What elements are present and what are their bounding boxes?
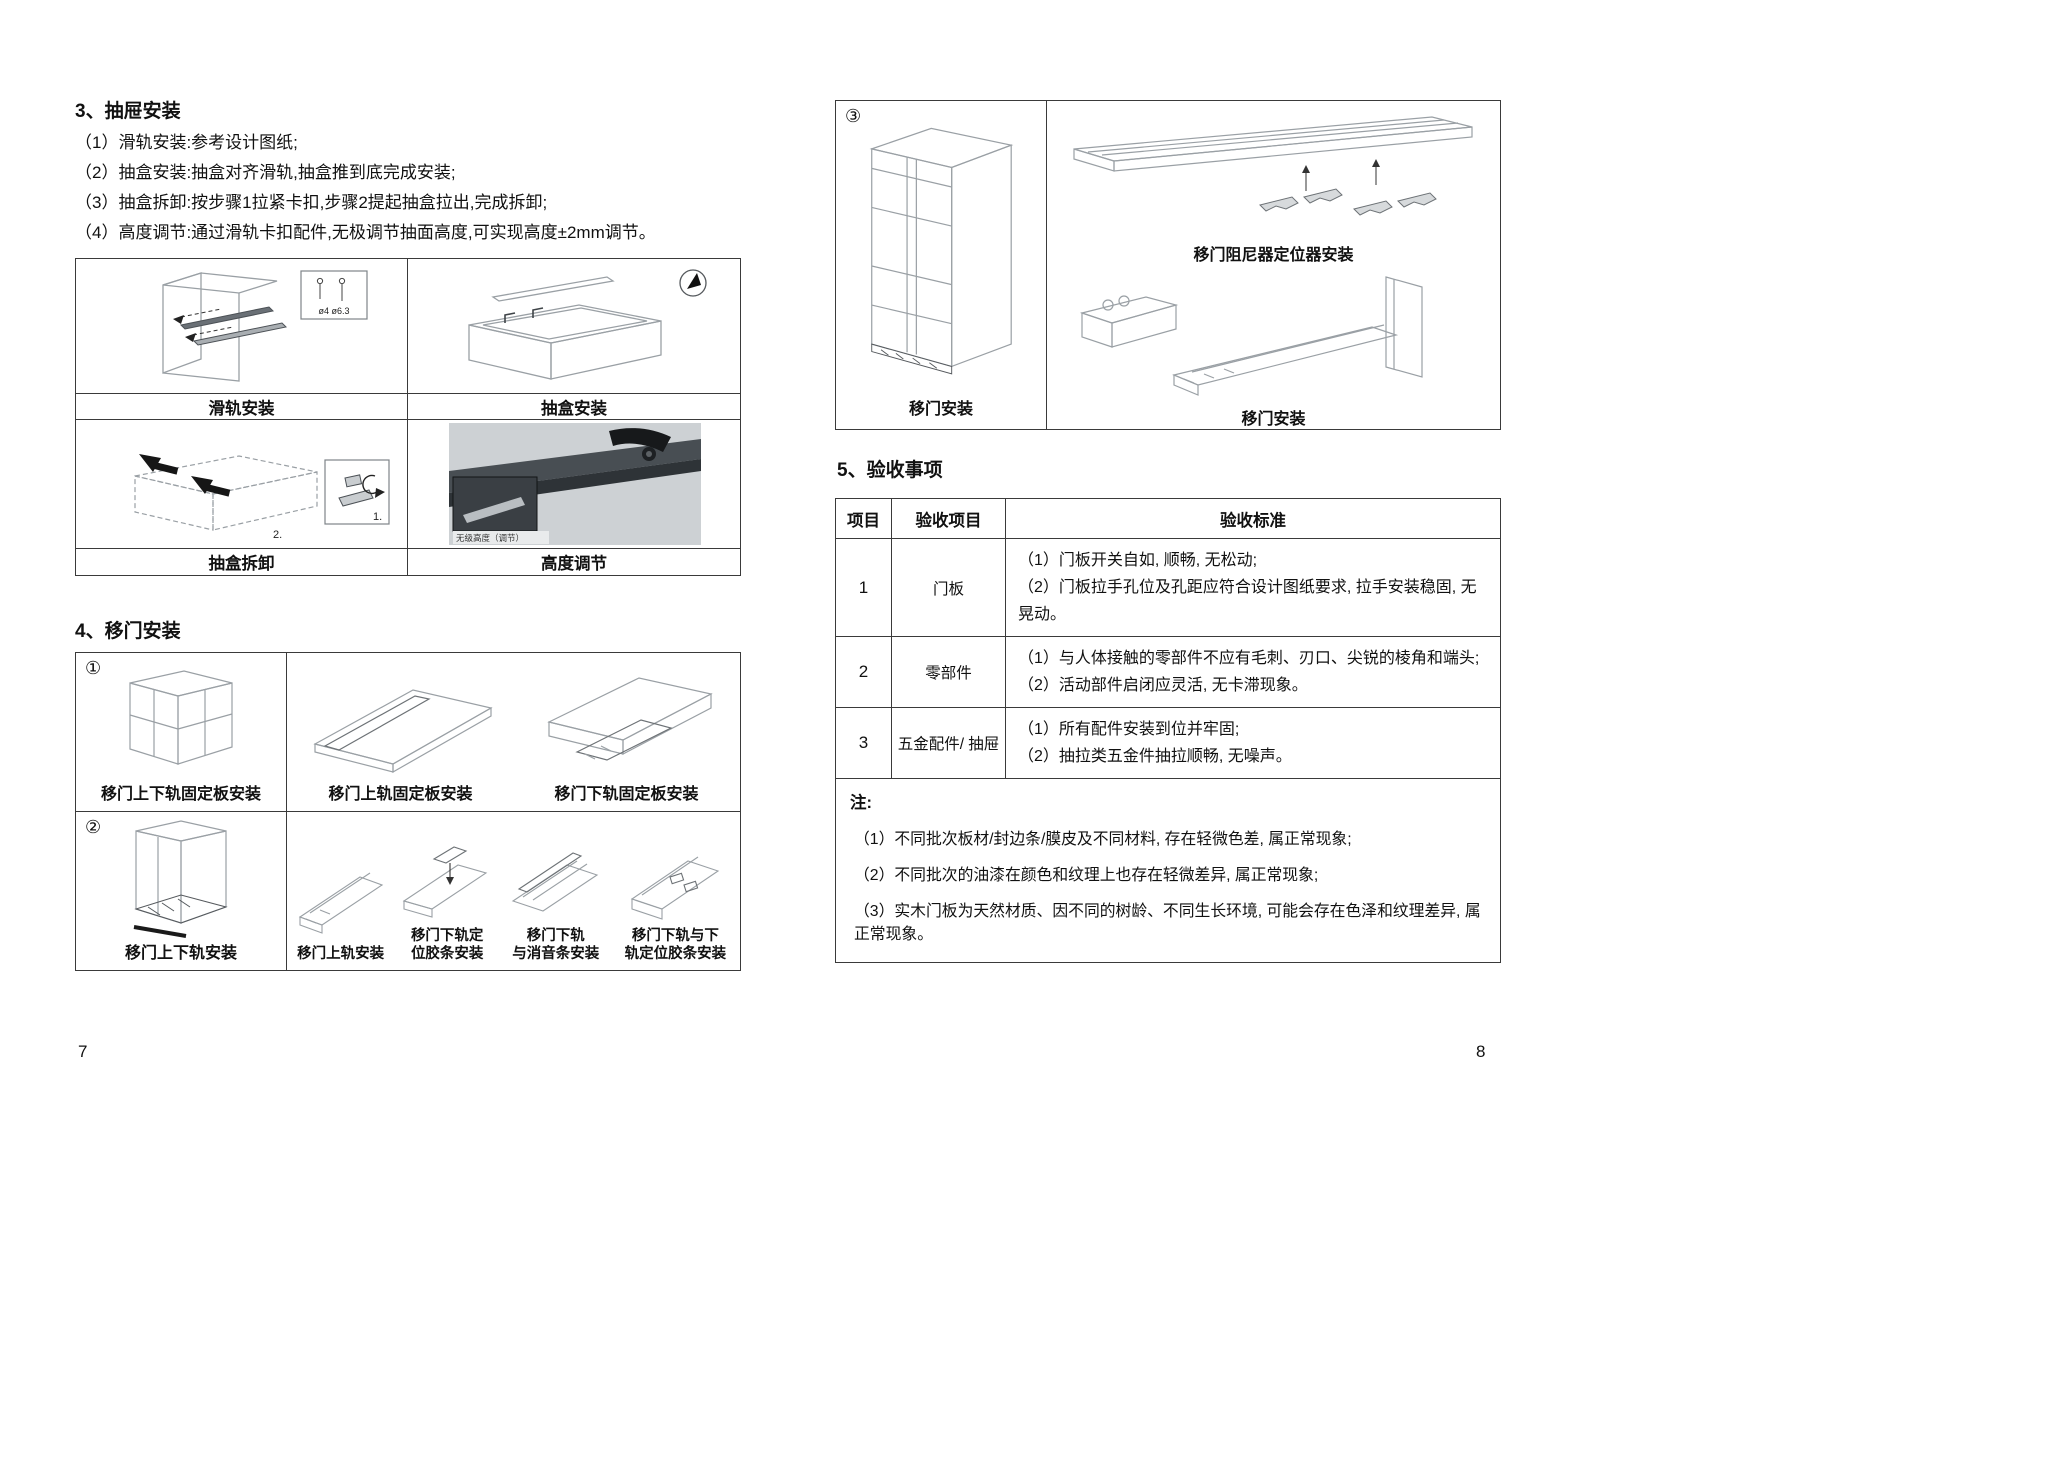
label-updown-rail-install: 移门上下轨安装 [124,945,237,962]
label-wardrobe-install: 移门安装 [908,401,973,418]
figure-slide-rail-install: ø4 ø6.3 [76,259,408,393]
step-line: （3）抽盒拆卸:按步骤1拉紧卡扣,步骤2提起抽盒拉出,完成拆卸; [75,193,548,212]
figure-wardrobe-rail-cell: ② 移 [76,812,287,970]
drawer-install-steps: （1）滑轨安装:参考设计图纸; （2）抽盒安装:抽盒对齐滑轨,抽盒推到底完成安装… [75,128,656,248]
row-standard: （1）门板开关自如, 顺畅, 无松动; （2）门板拉手孔位及孔距应符合设计图纸要… [1005,538,1501,637]
row-item: 五金配件/ 抽屉 [891,707,1006,779]
standard-line: （2）活动部件启闭应灵活, 无卡滞现象。 [1018,677,1308,694]
standard-line: （2）抽拉类五金件抽拉顺畅, 无噪声。 [1018,748,1292,765]
wardrobe-rail-figure [133,820,228,938]
remove-step-2-label: 2. [273,529,282,541]
top-rail-plate-figure [312,689,493,774]
label-slide-rail-install: 滑轨安装 [76,393,408,420]
rail-silencer-figure [511,852,599,912]
sliding-door-table: ① 移门上下轨固定板安装 [75,652,741,971]
rail-plate-figures-cell: 移门上轨固定板安装 移门下轨固定板安装 [287,653,740,812]
header-item-no: 项目 [835,498,892,539]
drawer-figure-table: ø4 ø6.3 滑轨安装 抽盒安装 [75,258,741,576]
circled-number-3: ③ [845,106,862,126]
label-height-adjust: 高度调节 [408,548,740,575]
label-drawer-box-remove: 抽盒拆卸 [76,548,408,575]
standard-line: （1）门板开关自如, 顺畅, 无松动; [1018,552,1258,569]
cabinet-frame-figure [129,670,233,765]
rail-profile-figures-cell: 移门上轨安装 移门下轨定 位胶条安装 [287,812,740,970]
table-row: 1 门板 （1）门板开关自如, 顺畅, 无松动; （2）门板拉手孔位及孔距应符合… [835,538,1501,637]
row-standard: （1）与人体接触的零部件不应有毛刺、刃口、尖锐的棱角和端头; （2）活动部件启闭… [1005,636,1501,708]
wardrobe-cell: ③ [836,101,1047,429]
note-title: 注: [850,794,872,812]
figure-height-adjust: 无级高度（调节） [408,420,740,548]
label-door-install: 移门安装 [1241,411,1306,428]
label-drawer-box-install: 抽盒安装 [408,393,740,420]
acceptance-table: 项目 验收项目 验收标准 1 门板 （1）门板开关自如, 顺畅, 无松动; （2… [835,498,1501,963]
note-line: （1）不同批次板材/封边条/膜皮及不同材料, 存在轻微色差, 属正常现象; [854,831,1352,848]
label-bottom-rail-strip: 移门下轨定 位胶条安装 [410,928,484,962]
rail-figures-cell: 移门阻尼器定位器安装 [1047,101,1500,429]
note-line: （2）不同批次的油漆在颜色和纹理上也存在轻微差异, 属正常现象; [854,867,1319,884]
header-standard: 验收标准 [1005,498,1501,539]
page-number-7: 7 [78,1042,88,1061]
height-adjust-caption: 无级高度（调节） [456,533,524,543]
standard-line: （1）所有配件安装到位并牢固; [1018,721,1240,738]
figure-drawer-box-install [408,259,740,393]
screw-size-label: ø4 ø6.3 [318,306,349,316]
row-item: 门板 [891,538,1006,637]
label-rail-silencer: 移门下轨 与消音条安装 [512,928,600,962]
remove-step-1-label: 1. [373,511,382,523]
row-number: 3 [835,707,892,779]
step-line: （4）高度调节:通过滑轨卡扣配件,无极调节抽面高度,可实现高度±2mm调节。 [75,223,656,242]
label-top-rail-install: 移门上轨安装 [297,946,385,962]
step-line: （1）滑轨安装:参考设计图纸; [75,133,298,152]
row-standard: （1）所有配件安装到位并牢固; （2）抽拉类五金件抽拉顺畅, 无噪声。 [1005,707,1501,779]
row-item: 零部件 [891,636,1006,708]
bottom-rail-strip-figure [402,846,488,918]
header-item-name: 验收项目 [891,498,1006,539]
rail-lower-strip-figure [631,856,720,920]
label-damper-positioner: 移门阻尼器定位器安装 [1193,247,1354,264]
sliding-door-install-box: ③ [835,100,1501,430]
wardrobe-figure [869,127,1014,375]
drawer-remove-figure: 2. 1. [133,454,390,541]
standard-line: （1）与人体接触的零部件不应有毛刺、刃口、尖锐的棱角和端头; [1018,650,1480,667]
door-rail-figure [1079,276,1423,396]
damper-positioner-figure [1072,116,1473,216]
slide-rail-figure: ø4 ø6.3 [161,270,368,382]
bottom-rail-plate-figure [546,677,713,761]
height-adjust-figure: 无级高度（调节） [449,423,701,545]
circled-number-2: ② [85,817,102,837]
section-4-title: 4、移门安装 [75,621,181,642]
circled-number-1: ① [85,658,102,678]
figure-drawer-box-remove: 2. 1. [76,420,408,548]
top-rail-install-figure [298,872,383,934]
row-number: 1 [835,538,892,637]
standard-line: （2）门板拉手孔位及孔距应符合设计图纸要求, 拉手安装稳固, 无晃动。 [1018,579,1477,623]
label-updown-rail-plate: 移门上下轨固定板安装 [100,786,261,803]
label-bottom-rail-plate: 移门下轨固定板安装 [554,786,699,803]
label-top-rail-plate: 移门上轨固定板安装 [328,786,473,803]
section-5-title: 5、验收事项 [837,460,943,481]
section-3-title: 3、抽屉安装 [75,101,181,122]
table-row: 3 五金配件/ 抽屉 （1）所有配件安装到位并牢固; （2）抽拉类五金件抽拉顺畅… [835,707,1501,779]
note-line: （3）实木门板为天然材质、因不同的树龄、不同生长环境, 可能会存在色泽和纹理差异… [854,903,1481,943]
table-row: 2 零部件 （1）与人体接触的零部件不应有毛刺、刃口、尖锐的棱角和端头; （2）… [835,636,1501,708]
step-line: （2）抽盒安装:抽盒对齐滑轨,抽盒推到底完成安装; [75,163,456,182]
page-number-8: 8 [1476,1042,1486,1061]
notes-row: 注: （1）不同批次板材/封边条/膜皮及不同材料, 存在轻微色差, 属正常现象;… [835,778,1501,963]
drawer-install-figure [468,269,707,380]
row-number: 2 [835,636,892,708]
figure-cabinet-frame-cell: ① 移门上下轨固定板安装 [76,653,287,812]
acceptance-header-row: 项目 验收项目 验收标准 [835,498,1501,539]
label-rail-lower-strip: 移门下轨与下 轨定位胶条安装 [624,928,727,962]
notes-block: 注: （1）不同批次板材/封边条/膜皮及不同材料, 存在轻微色差, 属正常现象;… [835,778,1501,963]
